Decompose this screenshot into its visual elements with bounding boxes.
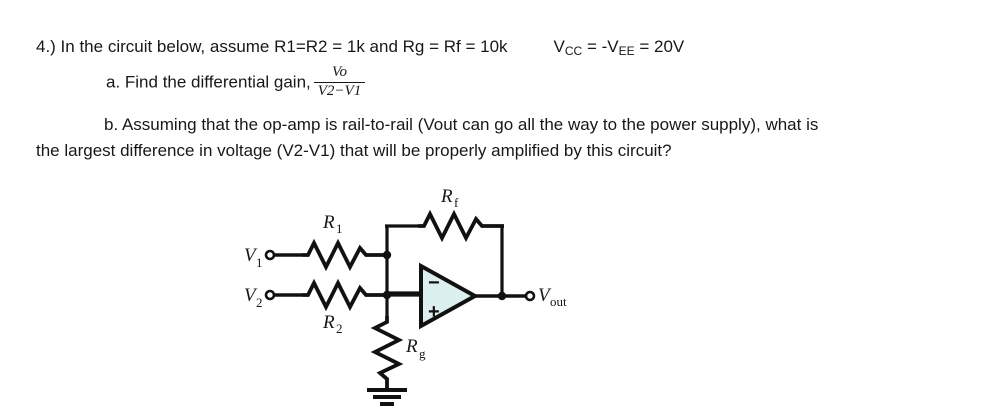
label-rf: R bbox=[440, 186, 453, 207]
question-line-3: b. Assuming that the op-amp is rail-to-r… bbox=[104, 115, 819, 134]
resistor-rf bbox=[418, 209, 504, 243]
label-vout-subscript: out bbox=[550, 294, 567, 309]
opamp-minus-sign: − bbox=[428, 272, 440, 294]
label-v1-subscript: 1 bbox=[256, 255, 263, 270]
resistor-r2 bbox=[302, 278, 386, 312]
label-r1: R bbox=[322, 212, 335, 233]
label-r2: R bbox=[322, 312, 335, 333]
circuit-diagram: − + R 1 R 2 R f R g V 1 V 2 V out bbox=[236, 180, 576, 410]
supply-value: = 20V bbox=[634, 37, 685, 56]
label-rf-subscript: f bbox=[454, 195, 459, 210]
label-rg: R bbox=[405, 336, 418, 357]
label-v2: V bbox=[244, 285, 258, 306]
label-r1-subscript: 1 bbox=[336, 221, 343, 236]
opamp-triangle bbox=[419, 262, 480, 330]
label-vout: V bbox=[538, 285, 552, 306]
supply-mid: = -V bbox=[582, 37, 619, 56]
label-v2-subscript: 2 bbox=[256, 295, 263, 310]
question-line-1: 4.) In the circuit below, assume R1=R2 =… bbox=[36, 36, 685, 58]
label-r2-subscript: 2 bbox=[336, 321, 343, 336]
output-node-dot bbox=[497, 291, 507, 301]
v2-terminal-node bbox=[264, 289, 276, 301]
part-a-prefix: a. Find the differential gain, bbox=[106, 72, 311, 92]
question-line-4: the largest difference in voltage (V2-V1… bbox=[36, 141, 672, 160]
label-v1: V bbox=[244, 245, 258, 266]
vout-terminal-node bbox=[524, 290, 536, 302]
resistor-rg bbox=[370, 316, 404, 390]
resistor-r1 bbox=[302, 238, 386, 272]
opamp-plus-sign: + bbox=[428, 301, 440, 323]
vee-subscript: EE bbox=[618, 44, 635, 58]
label-rg-subscript: g bbox=[419, 346, 426, 361]
vcc-subscript: CC bbox=[564, 44, 583, 58]
question-line-1-main: 4.) In the circuit below, assume R1=R2 =… bbox=[36, 37, 508, 56]
vcc-symbol: V bbox=[553, 37, 565, 56]
v1-terminal-node bbox=[264, 249, 276, 261]
fraction-denominator: V2−V1 bbox=[313, 81, 366, 100]
fraction-numerator: Vo bbox=[331, 64, 347, 80]
